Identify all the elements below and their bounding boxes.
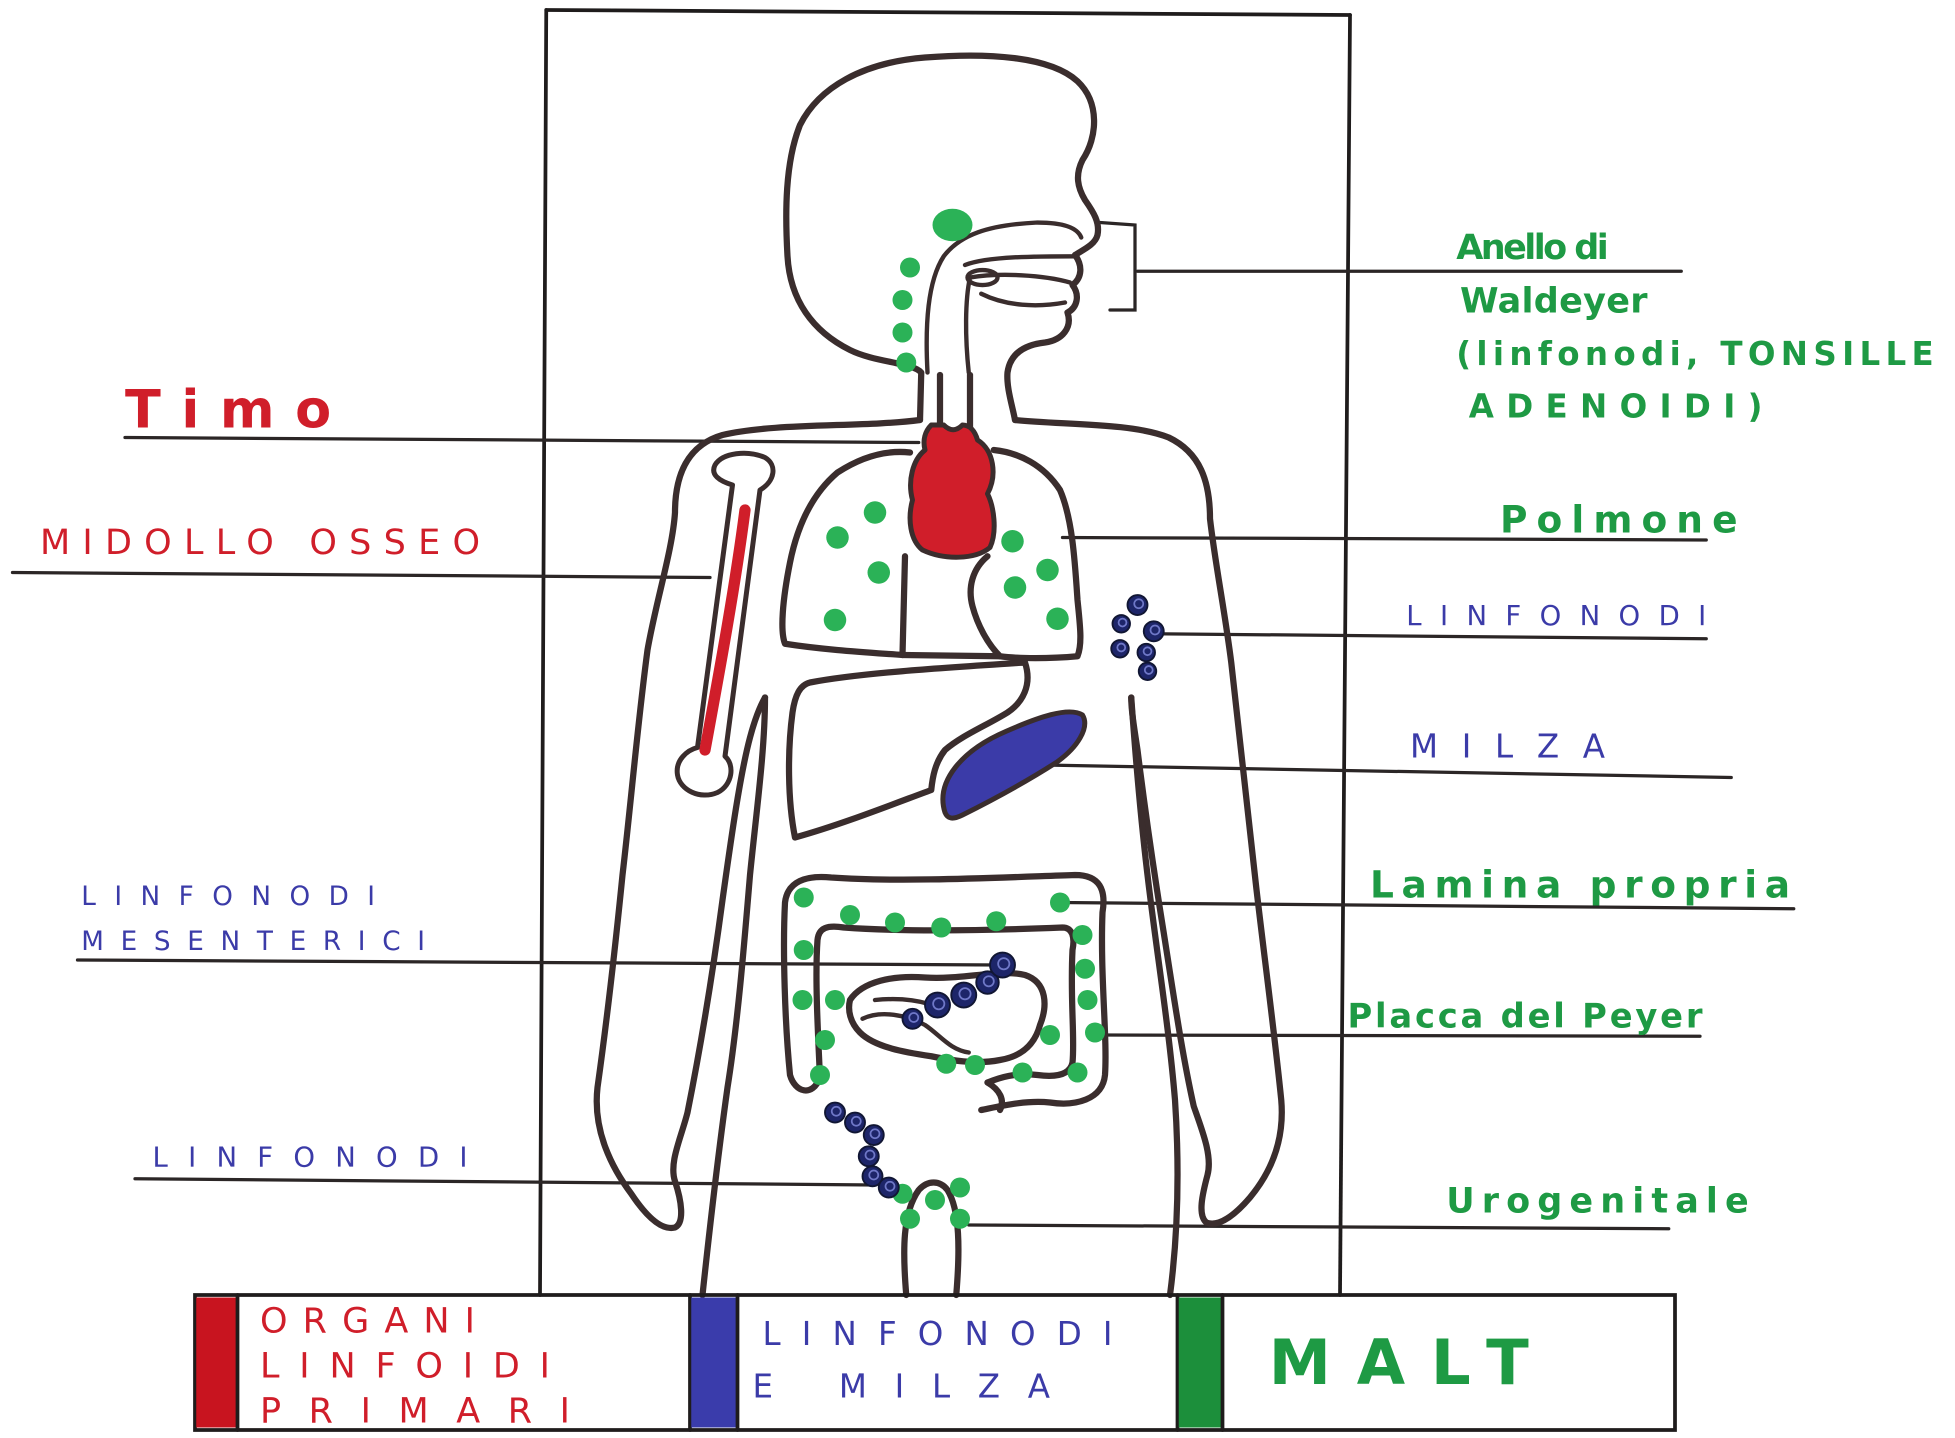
intestinal-lymphoid-dot [794,940,814,960]
intestinal-lymphoid-dot [1075,959,1095,979]
intestinal-lymphoid-dot [1068,1063,1088,1083]
inguinal-lymph-node [845,1113,865,1133]
waldeyer-lymphoid-dot [893,290,913,310]
axillary-lymph-node-body [1111,640,1129,658]
intestinal-lymphoid-dot [965,1055,985,1075]
mesenteric-lymph-node-body [903,1009,923,1029]
intestinal-lymphoid-dot [1073,925,1093,945]
inguinal-lymph-node [825,1103,845,1123]
mesenteric-lymph-node [951,983,976,1008]
inguinal-lymph-node-body [859,1146,879,1166]
inguinal-lymph-node-body [864,1125,884,1145]
legend-swatch-nodes-spleen [691,1298,737,1428]
inguinal-lymph-node-body [825,1103,845,1123]
axillary-lymph-node-body [1128,595,1148,615]
axillary-lymph-node-body [1144,621,1164,641]
label-waldeyer-line3: (linfonodi, TONSILLE [1456,335,1934,373]
axillary-lymph-node-body [1138,644,1156,662]
intestinal-lymphoid-dot [1050,893,1070,913]
urogenital-lymphoid-dot [950,1178,970,1198]
axillary-lymph-node [1139,663,1157,681]
label-polmone: Polmone [1500,498,1738,542]
lung-lymphoid-dot [1001,530,1024,553]
intestinal-lymphoid-dot [815,1030,835,1050]
urogenital-lymphoid-dot [925,1190,945,1210]
lung-lymphoid-dot [1046,608,1069,631]
intestinal-lymphoid-dot [1013,1063,1033,1083]
axillary-lymph-node [1138,644,1156,662]
inguinal-lymph-node-body [879,1178,899,1198]
urogenital-lymphoid-dot [900,1209,920,1229]
axillary-lymph-node [1113,615,1131,633]
intestinal-lymphoid-dot [1078,990,1098,1010]
waldeyer-lymphoid-dot [896,353,916,373]
legend-label-malt: MALT [1269,1326,1529,1399]
label-timo: Timo [125,380,331,441]
axillary-lymph-node-body [1139,663,1157,681]
intestinal-lymphoid-dot [1040,1025,1060,1045]
intestinal-lymphoid-dot [825,990,845,1010]
adenoid-tissue [933,209,973,242]
inguinal-lymph-node [879,1178,899,1198]
mesenteric-lymph-node [925,993,950,1018]
lung-lymphoid-dot [864,501,887,524]
mediastinum-base [903,655,1001,656]
mesenteric-lymph-node-body [925,993,950,1018]
axillary-lymph-node [1144,621,1164,641]
waldeyer-lymphoid-dot [900,258,920,278]
lung-lymphoid-dot [868,561,891,584]
intestinal-lymphoid-dot [840,905,860,925]
axillary-lymph-node [1128,595,1148,615]
axillary-lymph-node-body [1113,615,1131,633]
intestinal-lymphoid-dot [986,911,1006,931]
mesenteric-lymph-node-body [951,983,976,1008]
axillary-lymph-node [1111,640,1129,658]
inguinal-lymph-node [859,1146,879,1166]
intestinal-lymphoid-dot [793,990,813,1010]
lung-lymphoid-dot [824,609,847,632]
urogenital-lymphoid-dot [950,1209,970,1229]
thymus [910,425,994,557]
lung-lymphoid-dot [1036,559,1059,582]
intestinal-lymphoid-dot [931,918,951,938]
intestinal-lymphoid-dot [936,1054,956,1074]
intestinal-lymphoid-dot [810,1065,830,1085]
lung-lymphoid-dot [826,526,849,549]
mesenteric-lymph-node-body [990,953,1015,978]
inguinal-lymph-node [864,1125,884,1145]
intestinal-lymphoid-dot [1085,1023,1105,1043]
label-waldeyer-line2: Waldeyer [1460,282,1648,322]
intestinal-lymphoid-dot [794,888,814,908]
mesenteric-lymph-node [990,953,1015,978]
mesenteric-lymph-node [903,1009,923,1029]
intestinal-lymphoid-dot [885,913,905,933]
inguinal-lymph-node-body [845,1113,865,1133]
legend-swatch-primary-organs [196,1298,237,1428]
lung-lymphoid-dot [1004,576,1027,599]
legend-swatch-malt [1179,1298,1223,1428]
label-waldeyer-line1: Anello di [1456,228,1609,268]
waldeyer-lymphoid-dot [893,323,913,343]
